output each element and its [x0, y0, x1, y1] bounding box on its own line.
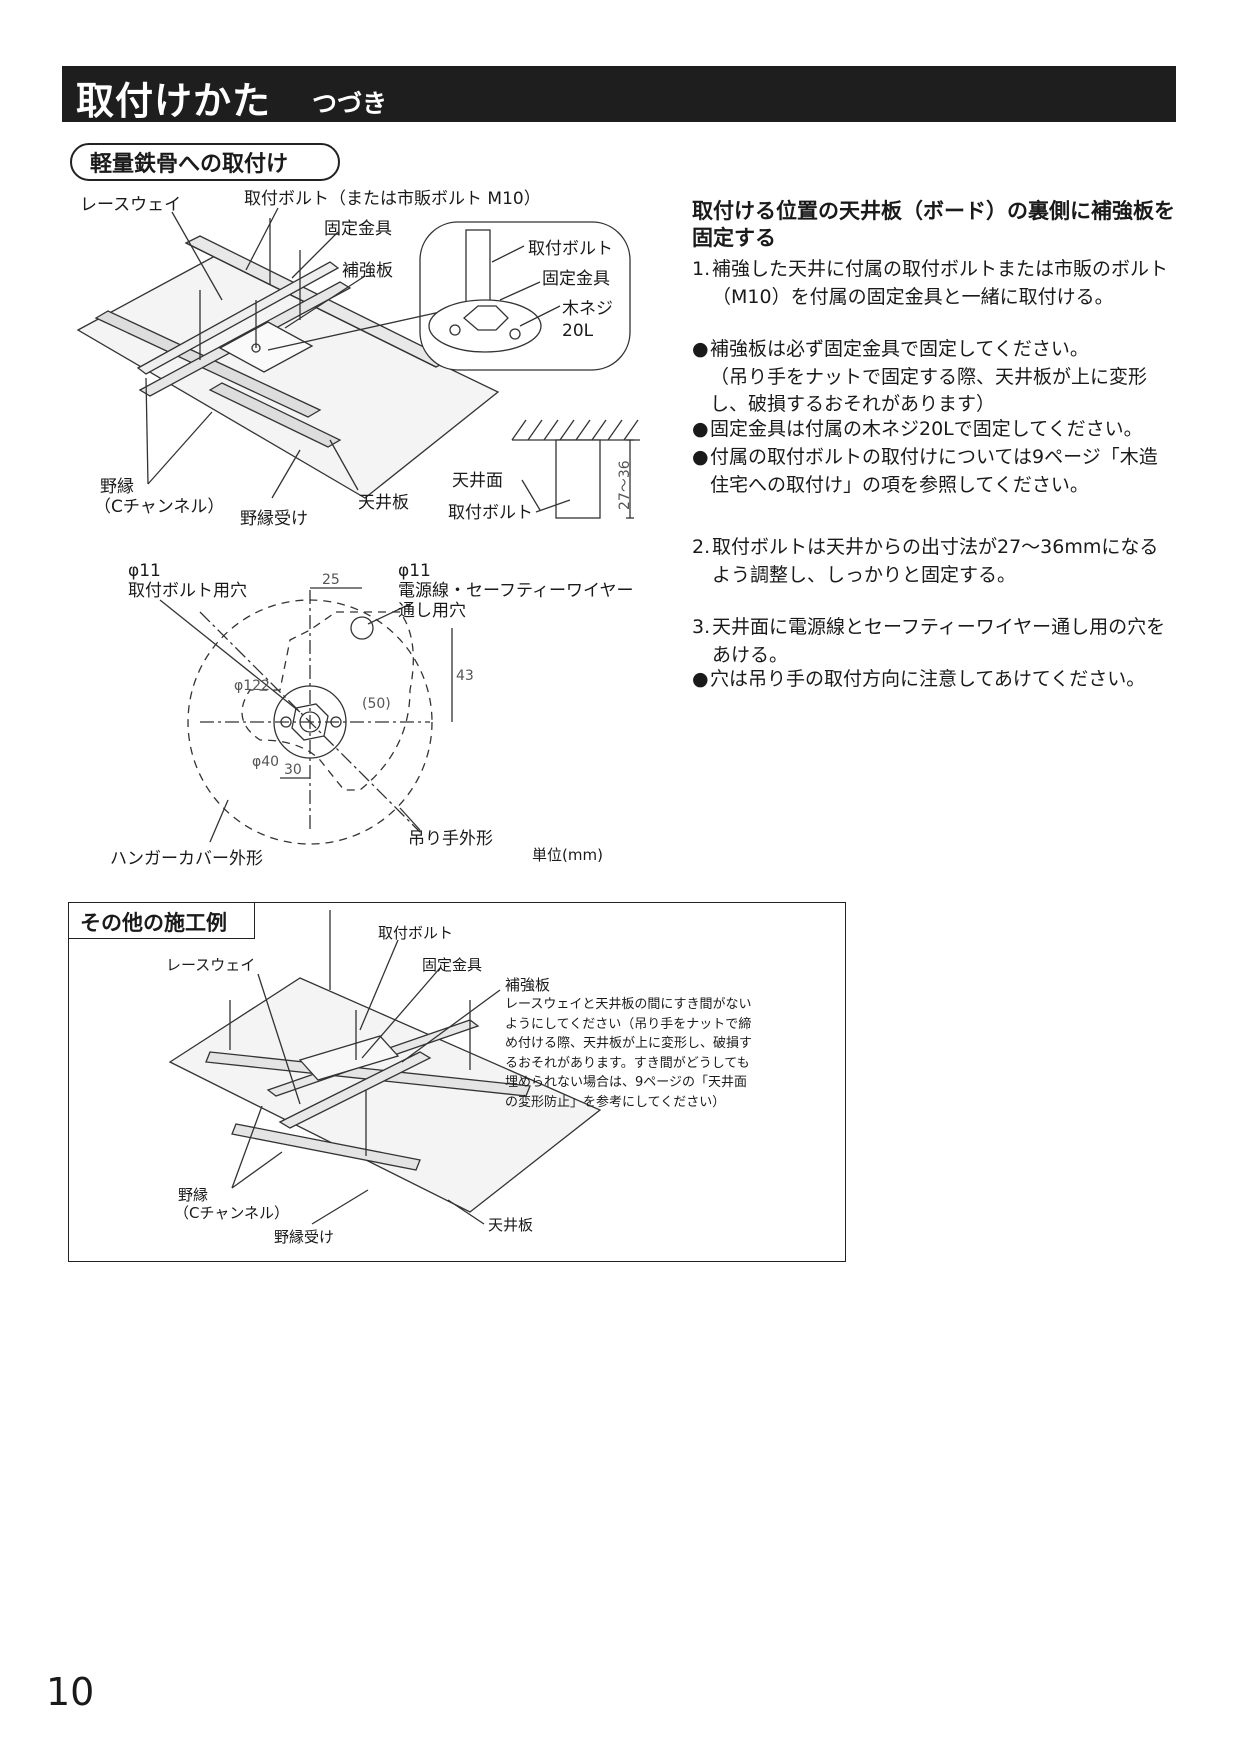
section-pill: [70, 143, 340, 181]
label-hanger-outline: ハンガーカバー外形: [110, 849, 263, 869]
step-2-text: 取付ボルトは天井からの出寸法が27〜36mmになるよう調整し、しっかりと固定する…: [712, 536, 1159, 586]
bullet-3-text: 付属の取付ボルトの取付けについては9ページ「木造住宅への取付け」の項を参照してく…: [710, 446, 1158, 496]
dim-25: 25: [322, 572, 340, 588]
label-noen-uke: 野縁受け: [240, 509, 308, 529]
other-label-noen-1: 野縁: [178, 1186, 209, 1204]
label-noen-1: 野縁: [100, 477, 134, 497]
label-hole-left: 取付ボルト用穴: [128, 581, 247, 601]
label-bracket: 固定金具: [324, 219, 392, 239]
ceiling-section-diagram: [511, 419, 640, 519]
step-2-number: 2.: [692, 536, 711, 558]
label-screw-1: 木ネジ: [562, 299, 613, 319]
unit-label: 単位(mm): [532, 846, 603, 864]
label-ceiling: 天井板: [358, 493, 409, 513]
other-label-bracket: 固定金具: [422, 956, 483, 974]
page-title: 取付けかた: [76, 79, 272, 123]
bullet-2: ● 固定金具は付属の木ネジ20Lで固定してください。: [692, 416, 1174, 444]
bullet-1: ● 補強板は必ず固定金具で固定してください。 （吊り手をナットで固定する際、天井…: [692, 336, 1174, 419]
label-ceiling-face: 天井面: [452, 471, 503, 491]
step-1: 1. 補強した天井に付属の取付ボルトまたは市販のボルト（M10）を付属の固定金具…: [692, 256, 1174, 311]
other-label-bolt: 取付ボルト: [378, 924, 454, 942]
other-examples-title: その他の施工例: [80, 911, 227, 935]
bullet-mark: ●: [692, 446, 709, 468]
label-phi11-right: φ11: [398, 561, 431, 581]
step-3: 3. 天井面に電源線とセーフティーワイヤー通し用の穴をあける。: [692, 614, 1174, 669]
bullet-4-text: 穴は吊り手の取付方向に注意してあけてください。: [710, 668, 1146, 690]
instruction-heading: 取付ける位置の天井板（ボード）の裏側に補強板を固定する: [692, 199, 1175, 251]
other-example-iso-diagram: [168, 910, 602, 1225]
dim-40: φ40: [252, 754, 280, 770]
dim-122: φ122: [234, 678, 270, 694]
label-hole-right-1: 電源線・セーフティーワイヤー: [398, 581, 634, 601]
light-steel-iso-diagram: [76, 207, 631, 499]
label-hole-right-2: 通し用穴: [398, 601, 466, 621]
other-label-board: 補強板: [505, 976, 551, 994]
bullet-3: ● 付属の取付ボルトの取付けについては9ページ「木造住宅への取付け」の項を参照し…: [692, 444, 1174, 499]
other-label-noen-2: （Cチャンネル）: [174, 1204, 290, 1222]
dim-27-36: 27〜36: [617, 460, 633, 510]
page-number: 10: [46, 1670, 95, 1714]
bullet-2-text: 固定金具は付属の木ネジ20Lで固定してください。: [710, 418, 1143, 440]
bullet-mark: ●: [692, 668, 709, 690]
bullet-mark: ●: [692, 338, 709, 360]
bullet-1-text: 補強板は必ず固定金具で固定してください。: [710, 338, 1089, 360]
label-raceway: レースウェイ: [80, 195, 182, 215]
other-examples-frame: [68, 902, 846, 1262]
bullet-mark: ●: [692, 418, 709, 440]
other-label-raceway: レースウェイ: [166, 956, 256, 974]
dim-30: 30: [284, 762, 302, 778]
label-board: 補強板: [342, 261, 393, 281]
dim-43: 43: [456, 668, 474, 684]
step-1-number: 1.: [692, 258, 711, 280]
label-phi11-left: φ11: [128, 561, 161, 581]
label-zoom-bracket: 固定金具: [542, 269, 610, 289]
label-noen-2: （Cチャンネル）: [94, 497, 225, 517]
other-examples-tab: [68, 902, 255, 939]
section-title: 軽量鉄骨への取付け: [90, 152, 289, 177]
label-fixture-outline: 吊り手外形: [408, 829, 493, 849]
step-2: 2. 取付ボルトは天井からの出寸法が27〜36mmになるよう調整し、しっかりと固…: [692, 534, 1174, 589]
dim-50: (50): [362, 696, 391, 712]
label-zoom-bolt: 取付ボルト: [528, 239, 613, 259]
step-1-text: 補強した天井に付属の取付ボルトまたは市販のボルト（M10）を付属の固定金具と一緒…: [712, 258, 1169, 308]
bullet-4: ● 穴は吊り手の取付方向に注意してあけてください。: [692, 666, 1174, 694]
other-label-noen-uke: 野縁受け: [274, 1228, 335, 1246]
step-3-text: 天井面に電源線とセーフティーワイヤー通し用の穴をあける。: [712, 616, 1166, 666]
plan-view-diagram: [159, 587, 453, 845]
step-3-number: 3.: [692, 616, 711, 638]
bullet-1b-text: （吊り手をナットで固定する際、天井板が上に変形し、破損するおそれがあります）: [710, 365, 1148, 416]
page-subtitle: つづき: [312, 89, 388, 118]
label-bolt: 取付ボルト（または市販ボルト M10）: [244, 189, 541, 209]
other-label-ceiling: 天井板: [488, 1216, 534, 1234]
label-screw-2: 20L: [562, 321, 594, 341]
other-note: レースウェイと天井板の間にすき間がない ようにしてください（吊り手をナットで締 …: [505, 997, 753, 1110]
header-bar: [62, 66, 1176, 122]
label-side-bolt: 取付ボルト: [448, 503, 533, 523]
